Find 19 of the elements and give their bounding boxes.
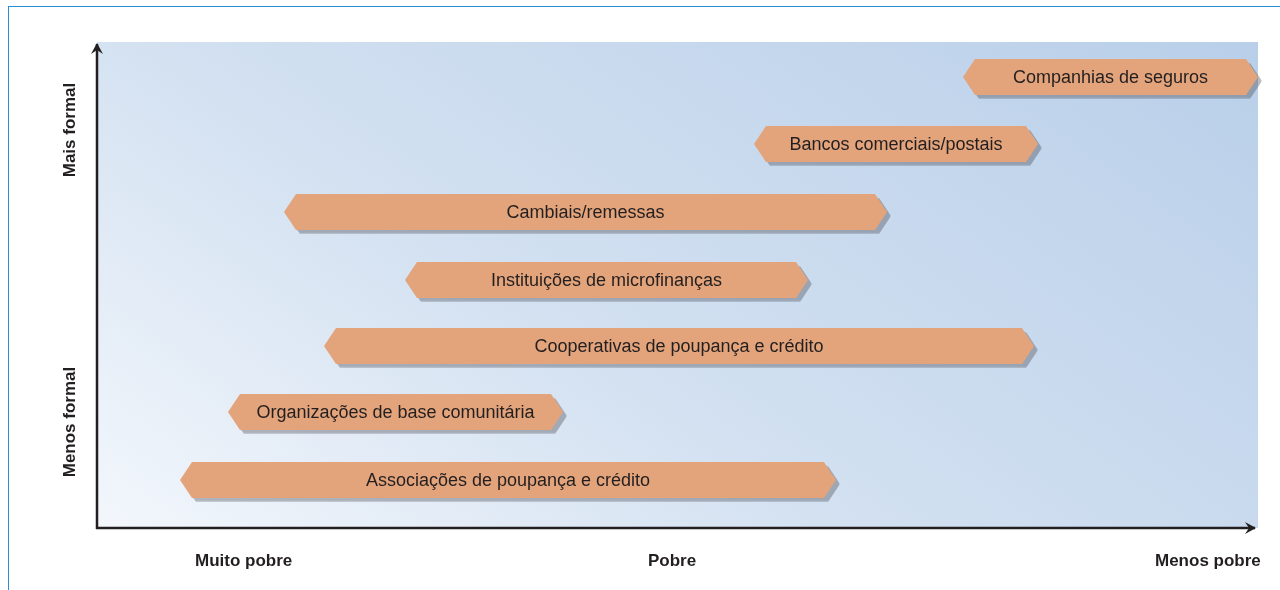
- axis-label: Pobre: [648, 551, 697, 571]
- range-arrow-bar: [963, 59, 1258, 95]
- range-arrow-bar: [324, 328, 1034, 364]
- range-arrow-bar: [754, 126, 1038, 162]
- axis-label: Muito pobre: [195, 551, 293, 571]
- range-arrow-bar: [180, 462, 836, 498]
- range-arrow-bar: [405, 262, 808, 298]
- axis-label: Menos pobre: [1155, 551, 1261, 571]
- bar-label: Associações de poupança e crédito: [365, 469, 651, 491]
- bar-label: Organizações de base comunitária: [256, 401, 535, 423]
- axis-label: Mais formal: [60, 82, 80, 178]
- bar-label: Instituições de microfinanças: [490, 269, 723, 291]
- bar-label: Bancos comerciais/postais: [789, 133, 1003, 155]
- axis-label: Menos formal: [60, 366, 80, 478]
- range-arrow-bar: [284, 194, 887, 230]
- bar-label: Cambiais/remessas: [506, 201, 665, 223]
- bar-label: Cooperativas de poupança e crédito: [534, 335, 824, 357]
- range-arrow-bar: [228, 394, 563, 430]
- bar-label: Companhias de seguros: [1012, 66, 1209, 88]
